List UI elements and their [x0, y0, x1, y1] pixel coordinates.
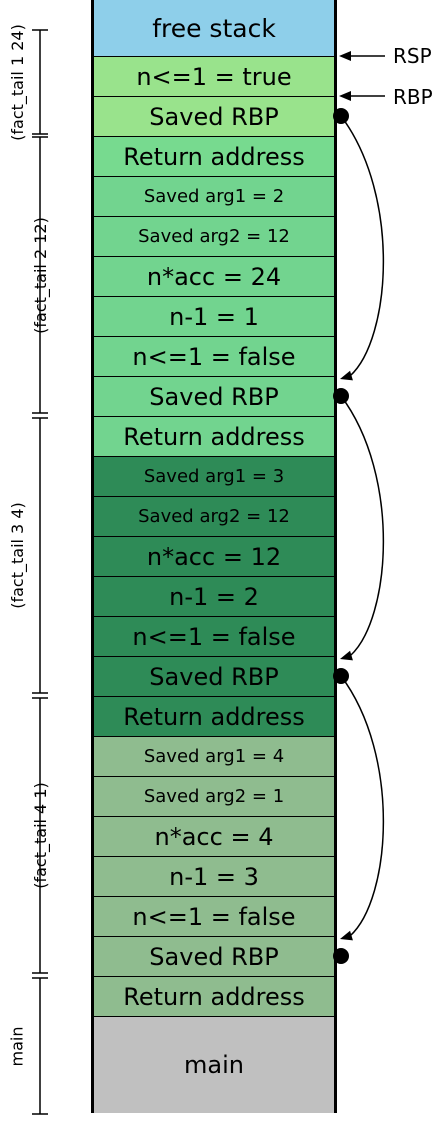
stack-slot-label: Saved RBP — [149, 102, 279, 131]
stack-slot-label: Saved RBP — [149, 942, 279, 971]
saved-rbp-link — [340, 115, 385, 377]
stack-slot-label: n*acc = 12 — [146, 542, 282, 571]
stack-slot-label: Saved arg2 = 12 — [138, 226, 290, 247]
stack-slot: n<=1 = true — [91, 56, 337, 96]
saved-rbp-link — [340, 395, 385, 657]
stack-slot: Return address — [91, 416, 337, 456]
stack-slot: n<=1 = false — [91, 616, 337, 656]
frame-label: main — [7, 1026, 27, 1066]
stack-slot-label: Saved arg1 = 2 — [143, 186, 285, 207]
stack-slot-label: Return address — [123, 982, 305, 1011]
saved-rbp-link — [340, 675, 385, 937]
stack-slot: Saved arg1 = 4 — [91, 736, 337, 776]
stack-slot-label: Return address — [123, 142, 305, 171]
stack-slot-label: Return address — [123, 422, 305, 451]
stack-slot-label: Saved arg2 = 12 — [138, 506, 290, 527]
rsp-label: RSP — [393, 44, 432, 68]
stack-slot-label: n*acc = 4 — [154, 822, 274, 851]
stack-slot: Return address — [91, 976, 337, 1016]
stack-slot: free stack — [91, 0, 337, 56]
frame-label: (fact_tail 3 4) — [7, 501, 27, 609]
stack-slot-label: n-1 = 3 — [169, 862, 259, 891]
stack-slot-label: free stack — [152, 13, 276, 43]
rbp-arrow-head — [339, 91, 351, 101]
stack-slot-label: n*acc = 24 — [146, 262, 282, 291]
stack-slot: Return address — [91, 136, 337, 176]
stack-slot: n*acc = 24 — [91, 256, 337, 296]
stack-slot-label: n<=1 = false — [132, 622, 296, 651]
stack-slot-label: n<=1 = false — [132, 902, 296, 931]
stack-slot: Saved RBP — [91, 376, 337, 416]
frame-label: (fact_tail 2 12) — [30, 216, 50, 334]
stack-slot: Saved arg1 = 2 — [91, 176, 337, 216]
frame-label: (fact_tail 1 24) — [7, 23, 27, 141]
stack-slot-label: n-1 = 2 — [169, 582, 259, 611]
stack-slot-label: Saved arg2 = 1 — [143, 786, 285, 807]
stack-slot: Saved arg2 = 1 — [91, 776, 337, 816]
stack-slot-label: Return address — [123, 702, 305, 731]
stack-slot: Saved RBP — [91, 96, 337, 136]
stack-slot-label: Saved arg1 = 4 — [143, 746, 285, 767]
stack-slot: n-1 = 2 — [91, 576, 337, 616]
stack-slot: main — [91, 1016, 337, 1113]
stack-slot-label: Saved RBP — [149, 382, 279, 411]
stack-slot: Saved arg1 = 3 — [91, 456, 337, 496]
stack-slot: n<=1 = false — [91, 896, 337, 936]
stack-slot: Saved RBP — [91, 656, 337, 696]
stack-slot-label: n<=1 = true — [136, 62, 292, 91]
stack-slot: n-1 = 3 — [91, 856, 337, 896]
stack-slot: n-1 = 1 — [91, 296, 337, 336]
saved-rbp-link-head — [340, 930, 353, 941]
frame-label: (fact_tail 4 1) — [30, 781, 50, 889]
stack-slot: Saved arg2 = 12 — [91, 496, 337, 536]
stack-slot: Return address — [91, 696, 337, 736]
saved-rbp-dot — [333, 948, 349, 964]
stack-slot-label: Saved arg1 = 3 — [143, 466, 285, 487]
stack-slot-label: main — [184, 1051, 244, 1079]
rbp-label: RBP — [393, 85, 433, 109]
stack-slot: n<=1 = false — [91, 336, 337, 376]
saved-rbp-link-head — [340, 650, 353, 661]
stack-slot-label: Saved RBP — [149, 662, 279, 691]
stack-slot: Saved arg2 = 12 — [91, 216, 337, 256]
stack-slot-label: n-1 = 1 — [169, 302, 259, 331]
stack-slot: Saved RBP — [91, 936, 337, 976]
stack-slot-label: n<=1 = false — [132, 342, 296, 371]
stack-slot: n*acc = 12 — [91, 536, 337, 576]
saved-rbp-link-head — [340, 370, 353, 381]
stack-slot: n*acc = 4 — [91, 816, 337, 856]
rsp-arrow-head — [339, 51, 351, 61]
